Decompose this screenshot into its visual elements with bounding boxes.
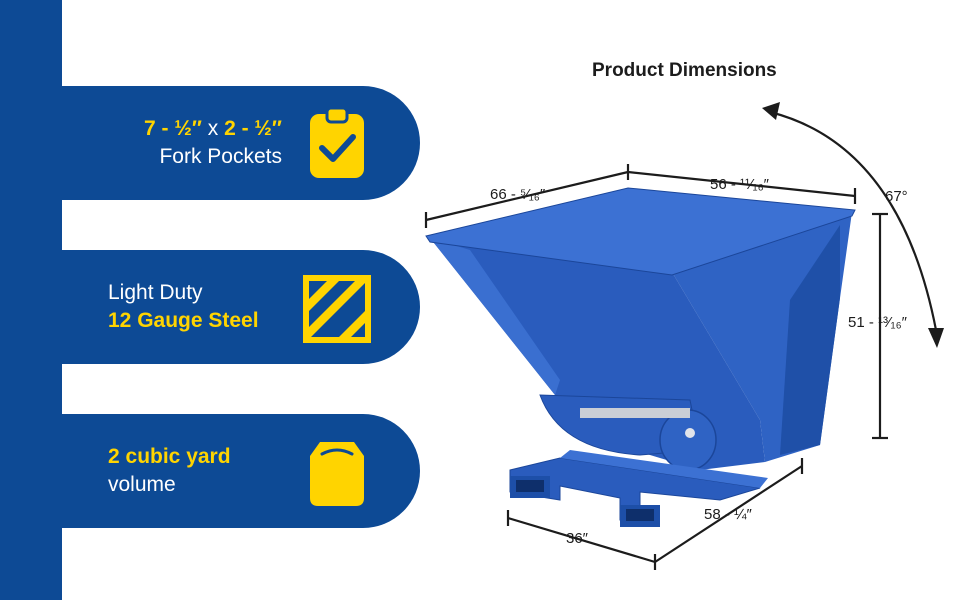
clipboard-check-icon <box>310 108 364 178</box>
feature-volume: 2 cubic yard volume <box>0 414 420 528</box>
fork-pocket-height: 2 - ½″ <box>224 117 282 140</box>
volume-amount: 2 cubic yard <box>108 445 231 468</box>
feature-steel-gauge-text: Light Duty 12 Gauge Steel <box>108 250 259 364</box>
feature-fork-pockets: 7 - ½″ x 2 - ½″ Fork Pockets <box>0 86 420 200</box>
fork-pocket-width: 7 - ½″ <box>143 117 202 140</box>
angle-arrow-end <box>928 328 944 348</box>
base-depth-dimension: 58 - ¼″ <box>704 506 752 523</box>
length-dim-line <box>425 170 629 222</box>
gauge-label: 12 Gauge Steel <box>108 309 259 332</box>
width-dim-line <box>627 170 856 198</box>
fork-pocket-separator: x <box>201 117 225 140</box>
feature-steel-gauge: Light Duty 12 Gauge Steel <box>0 250 420 364</box>
feature-volume-text: 2 cubic yard volume <box>108 414 231 528</box>
angle-arc <box>769 110 938 331</box>
dimension-lines <box>424 110 938 570</box>
product-dimensions-title: Product Dimensions <box>592 60 777 81</box>
base-width-dim-line <box>507 516 656 564</box>
hopper-illustration <box>425 187 856 527</box>
striped-square-icon <box>303 275 371 343</box>
feature-fork-pockets-text: 7 - ½″ x 2 - ½″ Fork Pockets <box>144 86 282 200</box>
length-dimension: 66 - ⁵⁄₁₆″ <box>490 186 546 203</box>
angle-arrow-start <box>762 102 780 120</box>
base-width-dimension: 36″ <box>566 530 588 547</box>
width-dimension: 56 - ¹¹⁄₁₆″ <box>710 176 769 193</box>
tilt-angle: 67° <box>885 188 908 205</box>
box-icon <box>310 442 364 506</box>
fork-pockets-label: Fork Pockets <box>159 145 282 168</box>
duty-label: Light Duty <box>108 281 203 304</box>
height-dimension: 51 - ¹³⁄₁₆″ <box>848 314 907 331</box>
fork-pocket-size: 7 - ½″ x 2 - ½″ <box>144 115 282 143</box>
volume-label: volume <box>108 473 176 496</box>
base-depth-dim-line <box>654 465 803 563</box>
